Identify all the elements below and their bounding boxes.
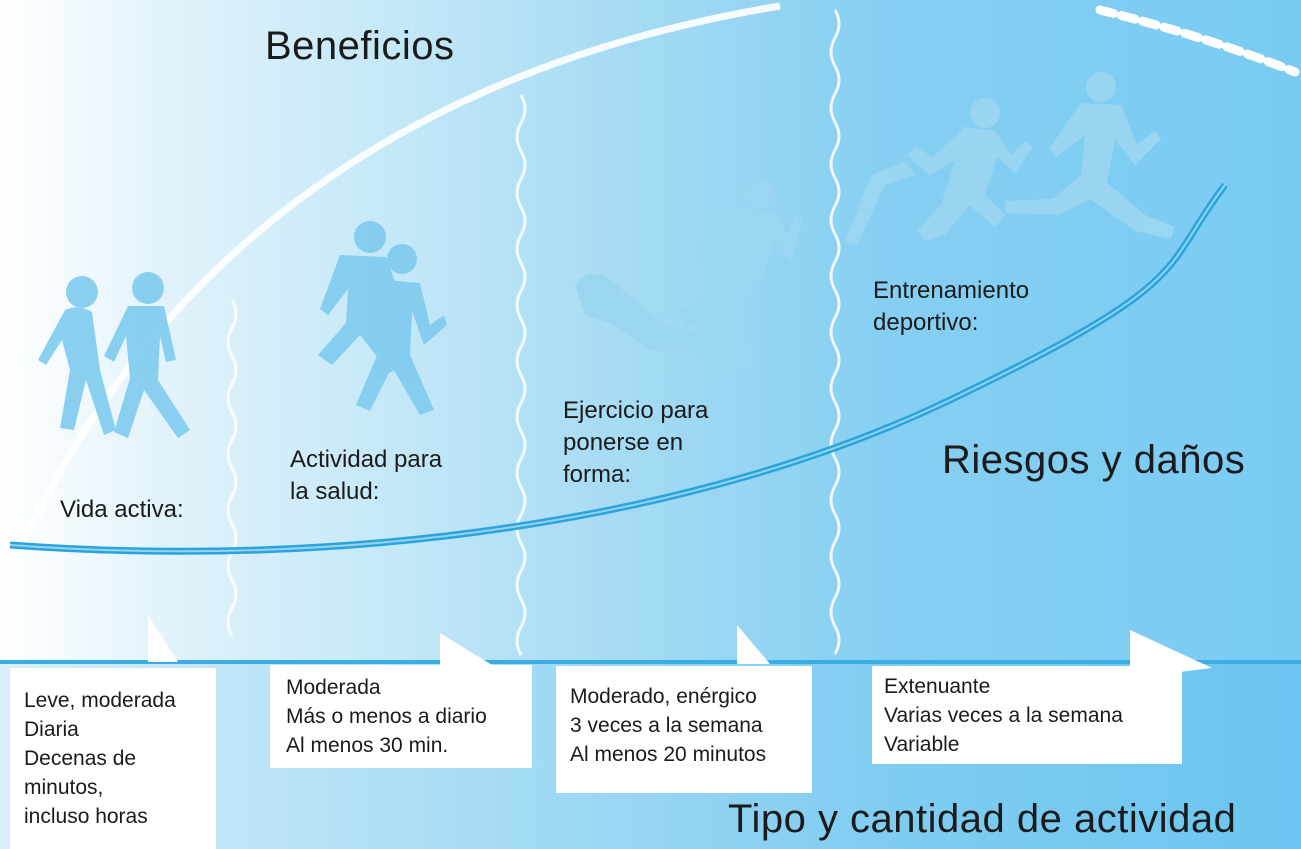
walking-couple-icon: [38, 272, 190, 438]
stage-4-title: Entrenamiento deportivo:: [873, 275, 1029, 339]
stage-3-detail: Al menos 20 minutos: [570, 743, 767, 766]
stage-3-detail: Moderado, enérgico: [570, 685, 757, 708]
stage-4-title-line: deportivo:: [873, 309, 979, 336]
stage-1-details: Leve, moderada Diaria Decenas de minutos…: [10, 668, 216, 849]
stage-4-detail: Extenuante: [884, 675, 991, 698]
stage-4-details: Extenuante Varias veces a la semana Vari…: [872, 666, 1182, 764]
stage-1-title: Vida activa:: [60, 494, 184, 526]
risks-label: Riesgos y daños: [942, 438, 1246, 482]
jogging-pair-icon: [318, 221, 447, 415]
stage-4-detail: Varias veces a la semana: [884, 704, 1123, 727]
stage-1-detail: Diaria: [24, 718, 79, 741]
stage-3-title: Ejercicio para ponerse en forma:: [563, 395, 708, 491]
divider-1: [226, 299, 238, 637]
stage-2-details: Moderada Más o menos a diario Al menos 3…: [270, 665, 532, 768]
benefits-curve: [16, 2, 781, 552]
stage-3-title-line: forma:: [563, 461, 632, 488]
stage-1-detail: Leve, moderada: [24, 689, 176, 712]
risks-curve-highlight: [9, 184, 1226, 553]
callout-tail-3: [737, 625, 770, 664]
stage-4-title-line: Entrenamiento: [873, 277, 1030, 304]
axis-label: Tipo y cantidad de actividad: [728, 797, 1237, 841]
divider-2: [515, 94, 527, 656]
stage-2-title-line: la salud:: [290, 478, 380, 505]
stage-1-detail: Decenas de: [24, 747, 137, 770]
stage-3-title-line: Ejercicio para: [563, 397, 709, 424]
benefits-curve-dashed: [1095, 5, 1300, 77]
divider-3: [829, 9, 841, 655]
stage-4-detail: Variable: [884, 733, 960, 756]
stage-2-detail: Más o menos a diario: [286, 705, 487, 728]
stage-3-detail: 3 veces a la semana: [570, 714, 763, 737]
stage-2-detail: Al menos 30 min.: [286, 734, 449, 757]
stage-1-detail: incluso horas: [24, 805, 148, 828]
stage-3-details: Moderado, enérgico 3 veces a la semana A…: [556, 666, 812, 793]
benefits-label: Beneficios: [265, 24, 455, 68]
sprinting-runners-icon: [845, 72, 1175, 245]
stage-2-detail: Moderada: [286, 676, 381, 699]
stage-1-detail: minutos,: [24, 776, 104, 799]
stage-2-title: Actividad para la salud:: [290, 444, 442, 508]
stage-1-title-line: Vida activa:: [60, 496, 184, 523]
stage-3-title-line: ponerse en: [563, 429, 684, 456]
callout-tail-1: [148, 615, 178, 662]
stage-2-title-line: Actividad para: [290, 446, 443, 473]
situp-exercise-icon: [575, 178, 803, 375]
